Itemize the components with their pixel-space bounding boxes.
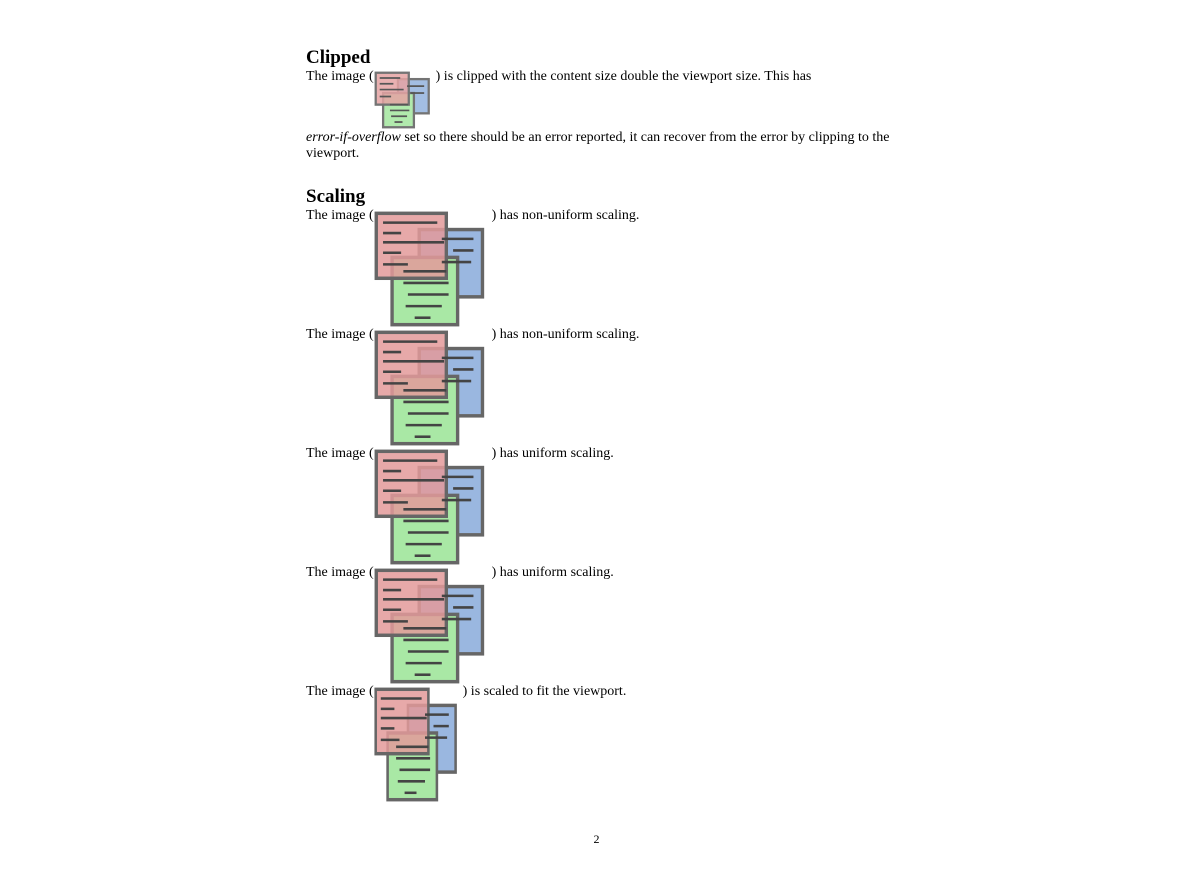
section-heading-scaling: Scaling [306,186,366,207]
clipped-continuation: error-if-overflow set so there should be… [306,130,896,162]
scaling-image-3 [374,449,487,565]
line-prefix: The image ( [306,69,374,84]
line-suffix: ) has uniform scaling. [491,446,614,461]
clipped-image [374,71,431,129]
scaling-image-2 [374,330,487,446]
section-heading-clipped: Clipped [306,47,371,68]
scaling-image-5 [374,687,459,802]
continuation-text: set so there should be an error reported… [306,130,890,161]
scaling-line-5: The image ( ) is scaled to fit the viewpo… [306,684,626,700]
scaling-image-4 [374,568,487,684]
line-prefix: The image ( [306,565,374,580]
line-suffix: ) is clipped with the content size doubl… [435,69,812,84]
line-prefix: The image ( [306,208,374,223]
scaling-line-2: The image ( ) has non-uniform scaling. [306,327,639,343]
scaling-line-1: The image ( ) has non-uniform scaling. [306,208,639,224]
line-prefix: The image ( [306,684,374,699]
emphasis-term: error-if-overflow [306,130,401,145]
scaling-image-1 [374,211,487,327]
clipped-line: The image ( ) is clipped with the content… [306,69,811,85]
line-suffix: ) has uniform scaling. [491,565,614,580]
scaling-line-4: The image ( ) has uniform scaling. [306,565,614,581]
line-suffix: ) is scaled to fit the viewport. [462,684,627,699]
line-suffix: ) has non-uniform scaling. [491,208,640,223]
line-prefix: The image ( [306,446,374,461]
line-suffix: ) has non-uniform scaling. [491,327,640,342]
page-number: 2 [593,832,600,846]
line-prefix: The image ( [306,327,374,342]
scaling-line-3: The image ( ) has uniform scaling. [306,446,614,462]
